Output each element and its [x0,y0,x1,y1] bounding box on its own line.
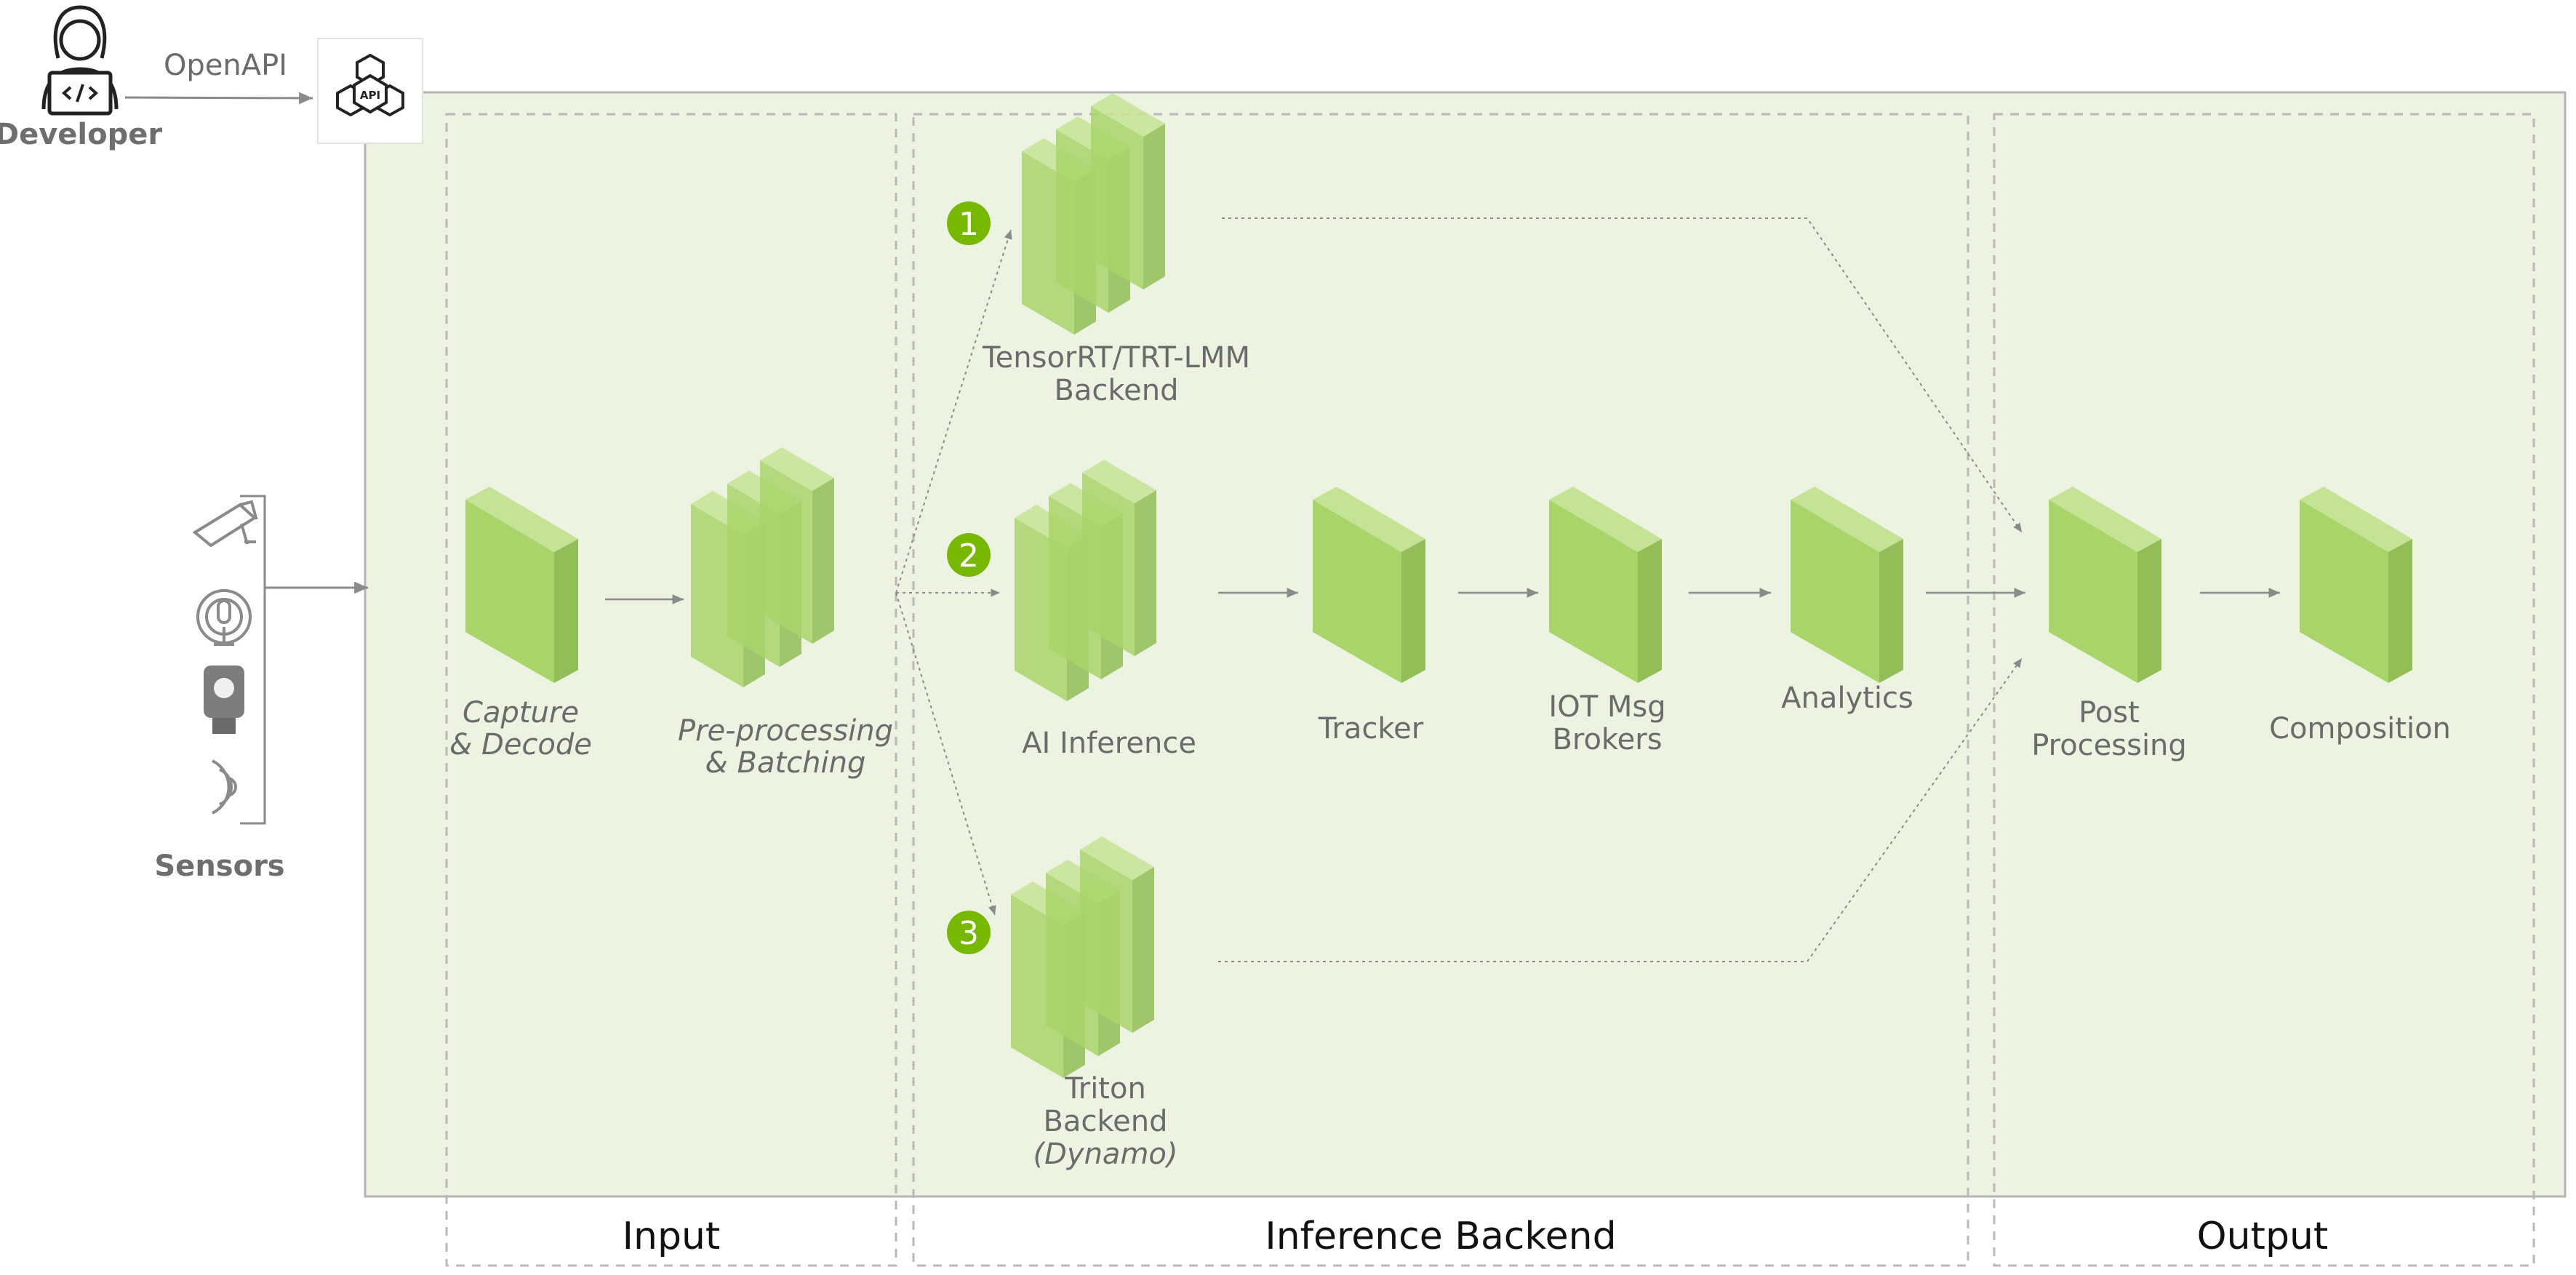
openapi-label: OpenAPI [164,49,287,82]
ai-inference-label: AI Inference [1022,727,1196,760]
wireless-signal-icon [212,759,237,815]
preprocessing-label-line2: & Batching [705,746,866,780]
post-label-line1: Post [2079,696,2140,730]
svg-text:2: 2 [959,537,979,575]
output-region-box [1993,113,2535,1267]
dotted-arrow-tensorrt-to-post [1222,217,2023,533]
analytics-label: Analytics [1781,682,1913,715]
capture-label-line2: & Decode [449,728,592,762]
preprocessing-label-line1: Pre-processing [678,714,893,748]
iot-label-line1: IOT Msg [1548,690,1665,724]
api-icon-text: API [360,89,380,102]
security-camera-icon [192,500,258,548]
svg-text:1: 1 [959,206,979,243]
badge-3: 3 [947,911,991,954]
microphone-icon [196,589,252,646]
openapi-arrow [124,92,313,105]
sensors-label: Sensors [154,850,284,883]
triton-label-line2: Backend [1043,1105,1167,1138]
capture-label-line1: Capture [463,696,579,730]
post-label-line2: Processing [2031,729,2187,762]
sensors-bracket [240,495,266,825]
dotted-arrow-triton-to-post [1218,658,2023,962]
composition-label: Composition [2269,712,2451,746]
dotted-arrow-to-tensorrt [895,229,1012,593]
developer-label: Developer [0,118,162,151]
api-hexagon-icon [336,53,404,117]
input-region-label: Input [623,1215,721,1258]
tensorrt-label-line2: Backend [1054,374,1178,407]
tracker-label: Tracker [1318,712,1424,746]
triton-label-line3: (Dynamo) [1033,1138,1178,1171]
badge-2: 2 [947,533,991,577]
iot-label-line2: Brokers [1552,723,1662,756]
input-region-box [445,113,897,1267]
svg-text:3: 3 [959,915,979,952]
sensor-device-icon [204,666,244,734]
inference-region-label: Inference Backend [1265,1215,1616,1258]
triton-label-line1: Triton [1064,1072,1146,1106]
output-region-label: Output [2197,1215,2329,1258]
tensorrt-label-line1: TensorRT/TRT-LMM [982,341,1250,375]
badge-1: 1 [947,201,991,245]
developer-laptop-icon [41,5,119,116]
